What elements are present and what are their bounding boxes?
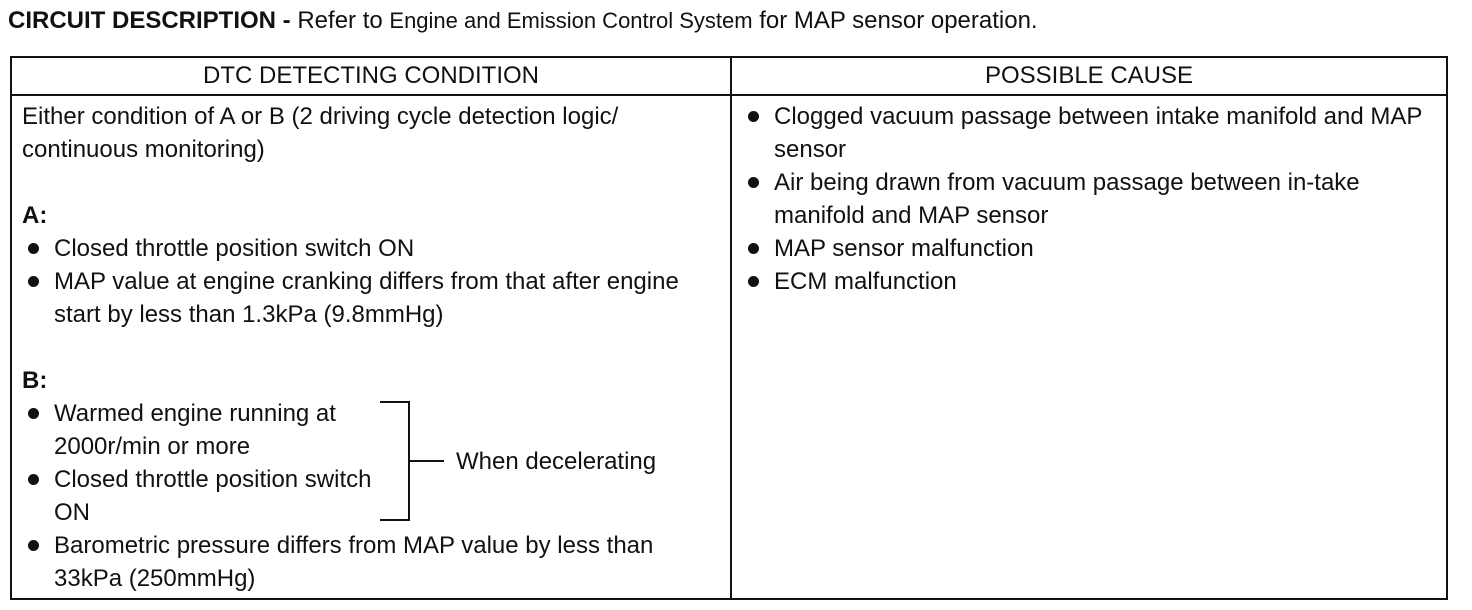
possible-cause-cell: Clogged vacuum passage between intake ma… [742, 100, 1432, 298]
condition-a-item-text: MAP value at engine cranking differs fro… [54, 268, 679, 328]
condition-intro: Either condition of A or B (2 driving cy… [22, 103, 619, 163]
bracket-line [380, 401, 410, 521]
header-dtc-detecting-condition: DTC DETECTING CONDITION [203, 62, 539, 89]
dtc-table: DTC DETECTING CONDITION POSSIBLE CAUSE E… [10, 56, 1448, 600]
condition-a-label: A: [22, 202, 48, 229]
bracket-connector [410, 460, 444, 462]
cause-item-text: Clogged vacuum passage between intake ma… [774, 103, 1422, 163]
condition-a-item: MAP value at engine cranking differs fro… [22, 265, 722, 331]
condition-b-item-text: Barometric pressure differs from MAP val… [54, 532, 654, 592]
heading-text-2: Engine and Emission Control System [389, 8, 753, 33]
condition-b-item-text: Closed throttle position switch ON [54, 466, 372, 526]
cause-item-text: MAP sensor malfunction [774, 235, 1034, 262]
bullet-icon [28, 276, 39, 287]
heading-text-1: Refer to [297, 7, 390, 34]
condition-b-item: Closed throttle position switch ON [22, 463, 384, 529]
spacer [22, 331, 722, 364]
spacer [22, 166, 722, 199]
condition-b-item-text: Warmed engine running at 2000r/min or mo… [54, 400, 336, 460]
cause-item: MAP sensor malfunction [742, 232, 1432, 265]
cause-item: ECM malfunction [742, 265, 1432, 298]
heading-separator: - [276, 7, 298, 34]
column-divider [730, 58, 732, 598]
cause-item-text: Air being drawn from vacuum passage betw… [774, 169, 1360, 229]
bullet-icon [28, 408, 39, 419]
bullet-icon [28, 474, 39, 485]
header-divider [12, 94, 1446, 96]
heading-title: CIRCUIT DESCRIPTION [8, 7, 277, 34]
condition-a-item-text: Closed throttle position switch ON [54, 235, 415, 262]
condition-b-bracket-group: Warmed engine running at 2000r/min or mo… [22, 397, 722, 529]
header-possible-cause: POSSIBLE CAUSE [984, 62, 1194, 89]
condition-b-item: Barometric pressure differs from MAP val… [22, 529, 722, 595]
condition-a-item: Closed throttle position switch ON [22, 232, 722, 265]
circuit-description-heading: CIRCUIT DESCRIPTION - Refer to Engine an… [8, 6, 1038, 36]
bullet-icon [748, 243, 759, 254]
when-decelerating-note: When decelerating [456, 448, 657, 475]
bullet-icon [28, 243, 39, 254]
bullet-icon [748, 276, 759, 287]
heading-text-3: for MAP sensor operation. [752, 7, 1038, 34]
bullet-icon [28, 540, 39, 551]
cause-item-text: ECM malfunction [774, 268, 957, 295]
cause-item: Clogged vacuum passage between intake ma… [742, 100, 1432, 166]
bullet-icon [748, 111, 759, 122]
bullet-icon [748, 177, 759, 188]
condition-b-item: Warmed engine running at 2000r/min or mo… [22, 397, 384, 463]
condition-b-label: B: [22, 367, 48, 394]
dtc-condition-cell: Either condition of A or B (2 driving cy… [22, 100, 722, 595]
cause-item: Air being drawn from vacuum passage betw… [742, 166, 1432, 232]
